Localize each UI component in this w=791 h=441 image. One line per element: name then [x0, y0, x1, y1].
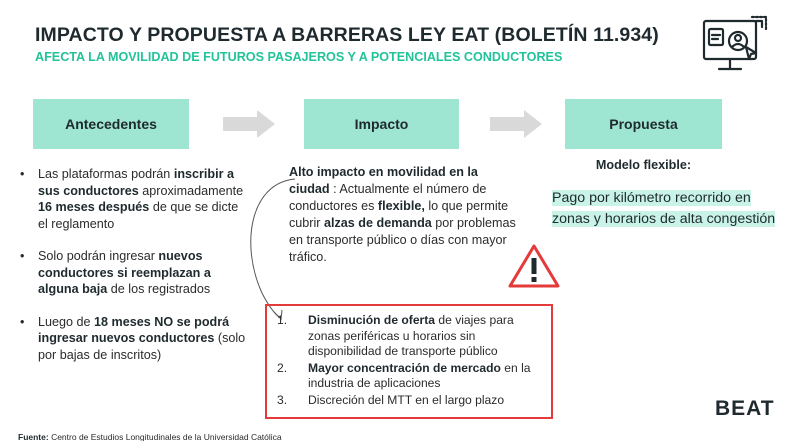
list-item: 2.Mayor concentración de mercado en la i… [277, 360, 531, 391]
connector-arrow [250, 178, 296, 321]
impacto-description: Alto impacto en movilidad en la ciudad :… [289, 165, 516, 264]
list-item: • Solo podrán ingresar nuevos conductore… [20, 249, 211, 296]
right-arrow-icon [223, 110, 275, 138]
right-arrow-icon [490, 110, 542, 138]
user-monitor-icon [702, 15, 768, 71]
list-item: 1.Disminución de oferta de viajes para z… [277, 313, 514, 358]
bullet: • [20, 167, 25, 181]
propuesta-text: Pago por kilómetro recorrido en zonas y … [552, 190, 776, 227]
warning-triangle-icon [508, 244, 560, 288]
antecedentes-list: • Las plataformas podrán inscribir a sus… [18, 166, 250, 379]
slide-title: IMPACTO Y PROPUESTA A BARRERAS LEY EAT (… [35, 24, 659, 46]
list-item: 3.Discreción del MTT en el largo plazo [277, 392, 505, 407]
bullet: • [20, 314, 25, 329]
propuesta-subtitle: Modelo flexible: [595, 158, 692, 172]
list-item: • Luego de 18 meses NO se podrá ingresar… [20, 314, 246, 362]
column-header-impacto: Impacto [304, 99, 459, 149]
brand-logo: BEAT [715, 397, 775, 420]
column-header-antecedentes: Antecedentes [33, 99, 189, 149]
list-item: • Las plataformas podrán inscribir a sus… [20, 167, 244, 231]
impact-consequences-box: 1.Disminución de oferta de viajes para z… [265, 304, 553, 419]
column-header-propuesta: Propuesta [565, 99, 722, 149]
slide-subtitle: AFECTA LA MOVILIDAD DE FUTUROS PASAJEROS… [35, 50, 563, 64]
bullet: • [20, 249, 25, 263]
source-note: Fuente: Centro de Estudios Longitudinale… [18, 432, 282, 441]
